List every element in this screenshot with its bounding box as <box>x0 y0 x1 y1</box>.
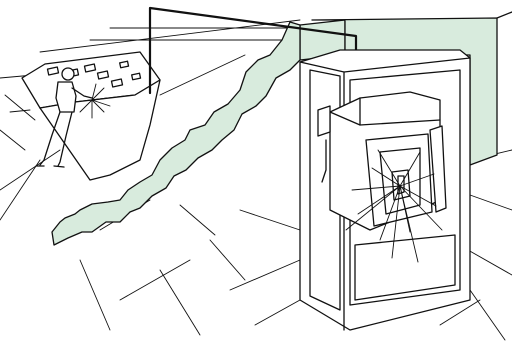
connection-cable <box>148 6 358 95</box>
room-lines <box>39 19 301 96</box>
cabinet-sparks <box>345 149 443 263</box>
operator-person <box>35 67 93 168</box>
console-sparks <box>79 83 111 119</box>
internal-unit <box>317 91 447 231</box>
